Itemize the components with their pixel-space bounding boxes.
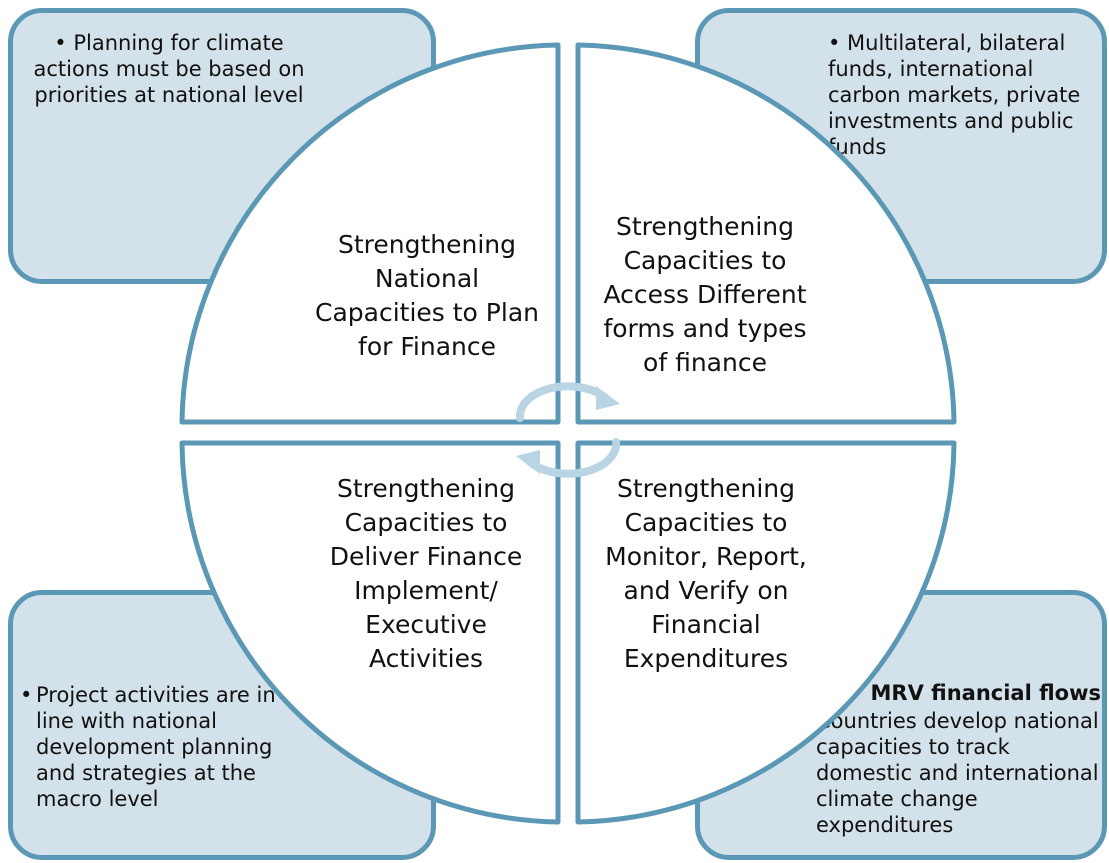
quadrant-label-monitor-report-verify: Strengthening Capacities to Monitor, Rep… (605, 474, 807, 673)
cycle-arrows-icon (515, 382, 621, 478)
quadrant-top-left (179, 42, 561, 425)
quadrant-label-plan-for-finance: Strengthening National Capacities to Pla… (315, 230, 539, 361)
bottom-right-bullet: Countries develop national capacities to… (800, 708, 1105, 838)
quadrant-bottom-right (575, 440, 957, 825)
wheel-quadrants (179, 42, 957, 825)
quadrant-label-access-finance: Strengthening Capacities to Access Diffe… (603, 212, 807, 377)
quadrant-bottom-left (179, 440, 561, 825)
quadrant-top-right (575, 42, 957, 425)
top-right-callout-text: • Multilateral, bilateral funds, interna… (828, 31, 1081, 159)
bottom-left-bullet: Project activities are in line with nati… (20, 682, 280, 812)
bottom-right-callout-title: MRV financial flows (870, 681, 1102, 705)
bottom-right-callout-text: MRV financial flows Countries develop na… (800, 680, 1105, 838)
top-left-callout-text: • Planning for climate actions must be b… (33, 31, 305, 107)
bottom-left-callout-text: Project activities are in line with nati… (20, 682, 280, 812)
quadrant-label-deliver-finance: Strengthening Capacities to Deliver Fina… (329, 474, 523, 673)
